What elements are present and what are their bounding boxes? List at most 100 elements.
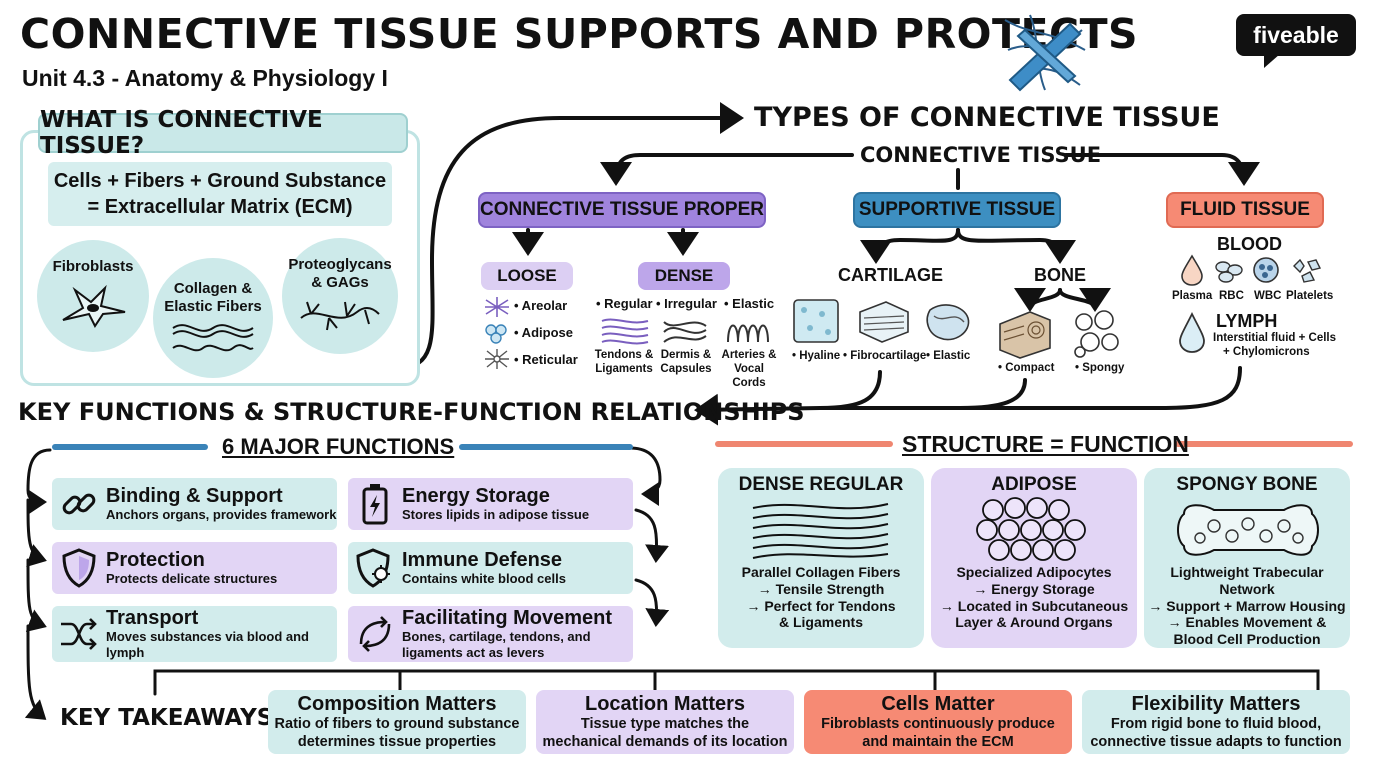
trabecular-bone-icon bbox=[1177, 504, 1319, 556]
sf-card-line: → Located in Subcutaneous bbox=[939, 597, 1129, 614]
key-functions-heading: KEY FUNCTIONS & STRUCTURE-FUNCTION RELAT… bbox=[18, 398, 805, 426]
function-title: Transport bbox=[106, 607, 199, 630]
fiber-strands-icon bbox=[172, 324, 254, 352]
sf-card-title: ADIPOSE bbox=[991, 474, 1077, 495]
takeaway-title: Composition Matters bbox=[297, 693, 497, 716]
takeaway-title: Location Matters bbox=[584, 693, 746, 716]
reticular-icon bbox=[485, 349, 509, 369]
supportive-tissue-pill: SUPPORTIVE TISSUE bbox=[853, 192, 1061, 228]
sf-card-spongy-bone: SPONGY BONE Lightweight Trabecular Netwo… bbox=[1144, 468, 1350, 648]
function-desc: Protects delicate structures bbox=[106, 571, 278, 587]
sf-card-adipose: ADIPOSE Specialized Adipocytes → Energy … bbox=[931, 468, 1137, 648]
dense-irregular-fibers-icon bbox=[663, 321, 707, 343]
plasma-droplet-icon bbox=[1181, 254, 1203, 286]
chain-link-icon bbox=[62, 493, 96, 515]
function-title: Immune Defense bbox=[402, 549, 563, 572]
function-title: Protection bbox=[106, 549, 205, 572]
dense-elastic-coils-icon bbox=[727, 324, 769, 343]
sf-card-line: Layer & Around Organs bbox=[955, 614, 1113, 631]
ecm-equation-line1: Cells + Fibers + Ground Substance bbox=[53, 170, 387, 192]
function-desc: Moves substances via blood and lymph bbox=[106, 629, 309, 660]
fluid-tissue-pill: FLUID TISSUE bbox=[1166, 192, 1324, 228]
rbc-label: RBC bbox=[1219, 290, 1244, 302]
structure-function-heading: STRUCTURE = FUNCTION bbox=[902, 431, 1189, 457]
tendons-ligaments-label: Tendons & Ligaments bbox=[594, 349, 654, 375]
hyaline-label: • Hyaline bbox=[792, 350, 841, 362]
sf-card-line: → Support + Marrow Housing bbox=[1148, 597, 1346, 614]
areolar-label: • Areolar bbox=[514, 298, 568, 313]
adipocytes-icon bbox=[976, 497, 1086, 561]
connective-tissue-proper-pill: CONNECTIVE TISSUE PROPER bbox=[478, 192, 766, 228]
reticular-label: • Reticular bbox=[514, 352, 578, 367]
blood-label: BLOOD bbox=[1217, 234, 1282, 254]
function-desc: Contains white blood cells bbox=[402, 571, 566, 587]
lymph-desc-line1: Interstitial fluid + Cells bbox=[1213, 332, 1337, 344]
adipose-icon bbox=[485, 324, 507, 344]
dense-regular-label: • Regular bbox=[596, 296, 653, 311]
parallel-fibers-icon bbox=[752, 503, 889, 559]
function-title: Energy Storage bbox=[402, 485, 550, 508]
elastic-cartilage-icon bbox=[926, 304, 970, 341]
ecm-equation: Cells + Fibers + Ground Substance = Extr… bbox=[48, 162, 392, 226]
sf-card-line: Specialized Adipocytes bbox=[956, 564, 1112, 580]
page-subtitle: Unit 4.3 - Anatomy & Physiology I bbox=[22, 65, 388, 91]
ecm-equation-line2: = Extracellular Matrix (ECM) bbox=[87, 196, 353, 218]
dense-regular-fibers-icon bbox=[601, 318, 649, 345]
sf-card-dense-regular: DENSE REGULAR Parallel Collagen Fibers →… bbox=[718, 468, 924, 648]
page-title: CONNECTIVE TISSUE SUPPORTS AND PROTECTS bbox=[20, 10, 1139, 58]
fibroblasts-circle: Fibroblasts bbox=[37, 240, 149, 352]
areolar-icon bbox=[485, 297, 509, 317]
shuffle-arrows-icon bbox=[61, 618, 97, 650]
collagen-elastic-label: Collagen & Elastic Fibers bbox=[164, 280, 262, 315]
function-desc: Anchors organs, provides framework bbox=[106, 507, 337, 523]
sf-card-line: → Enables Movement & bbox=[1167, 614, 1327, 631]
function-desc: Bones, cartilage, tendons, and ligaments… bbox=[402, 629, 591, 660]
sf-card-line: → Tensile Strength bbox=[757, 580, 885, 597]
function-title: Binding & Support bbox=[106, 485, 283, 508]
sf-card-line: → Energy Storage bbox=[973, 580, 1095, 597]
compact-label: • Compact bbox=[998, 362, 1055, 374]
lymph-desc-line2: + Chylomicrons bbox=[1223, 346, 1310, 358]
proteoglycans-circle: Proteoglycans & GAGs bbox=[282, 238, 398, 354]
sf-card-line: & Ligaments bbox=[778, 614, 863, 631]
shield-virus-icon bbox=[356, 548, 390, 588]
takeaway-title: Flexibility Matters bbox=[1131, 693, 1301, 716]
cartilage-label: CARTILAGE bbox=[838, 265, 943, 285]
sf-card-title: DENSE REGULAR bbox=[738, 474, 904, 495]
sf-card-line: Parallel Collagen Fibers bbox=[741, 564, 901, 580]
takeaway-card-composition: Composition Matters Ratio of fibers to g… bbox=[268, 690, 526, 754]
takeaway-card-flexibility: Flexibility Matters From rigid bone to f… bbox=[1082, 690, 1350, 754]
fibroblasts-label: Fibroblasts bbox=[52, 258, 134, 275]
movement-arrows-icon bbox=[359, 616, 391, 652]
fibrocartilage-icon bbox=[859, 301, 909, 343]
connective-tissue-fibers-icon bbox=[1004, 14, 1086, 92]
sf-card-title: SPONGY BONE bbox=[1176, 474, 1318, 495]
sf-card-line: → Perfect for Tendons bbox=[746, 597, 896, 614]
what-is-heading: WHAT IS CONNECTIVE TISSUE? bbox=[38, 107, 408, 159]
hyaline-cartilage-icon bbox=[793, 299, 839, 343]
compact-bone-icon bbox=[999, 311, 1051, 359]
function-desc: Stores lipids in adipose tissue bbox=[402, 507, 590, 523]
arteries-vocal-cords-label: Arteries & Vocal Cords bbox=[721, 349, 777, 389]
elastic-cartilage-label: • Elastic bbox=[926, 350, 971, 362]
takeaway-desc: Tissue type matches the mechanical deman… bbox=[542, 716, 788, 750]
fibrocartilage-label: • Fibrocartilage bbox=[843, 350, 927, 362]
takeaway-desc: Ratio of fibers to ground substance dete… bbox=[274, 716, 520, 750]
proteoglycans-label: Proteoglycans & GAGs bbox=[288, 256, 392, 291]
wbc-icon bbox=[1253, 257, 1279, 283]
sf-card-line: Lightweight Trabecular Network bbox=[1170, 564, 1324, 597]
takeaway-card-cells: Cells Matter Fibroblasts continuously pr… bbox=[804, 690, 1072, 754]
lymph-droplet-icon bbox=[1179, 312, 1205, 353]
dense-irregular-label: • Irregular bbox=[656, 296, 717, 311]
lymph-label: LYMPH bbox=[1216, 311, 1278, 331]
platelets-label: Platelets bbox=[1286, 290, 1334, 302]
adipose-label: • Adipose bbox=[514, 325, 573, 340]
connective-tissue-root: CONNECTIVE TISSUE bbox=[860, 143, 1102, 167]
dense-pill: DENSE bbox=[638, 262, 730, 290]
wbc-label: WBC bbox=[1254, 290, 1282, 302]
